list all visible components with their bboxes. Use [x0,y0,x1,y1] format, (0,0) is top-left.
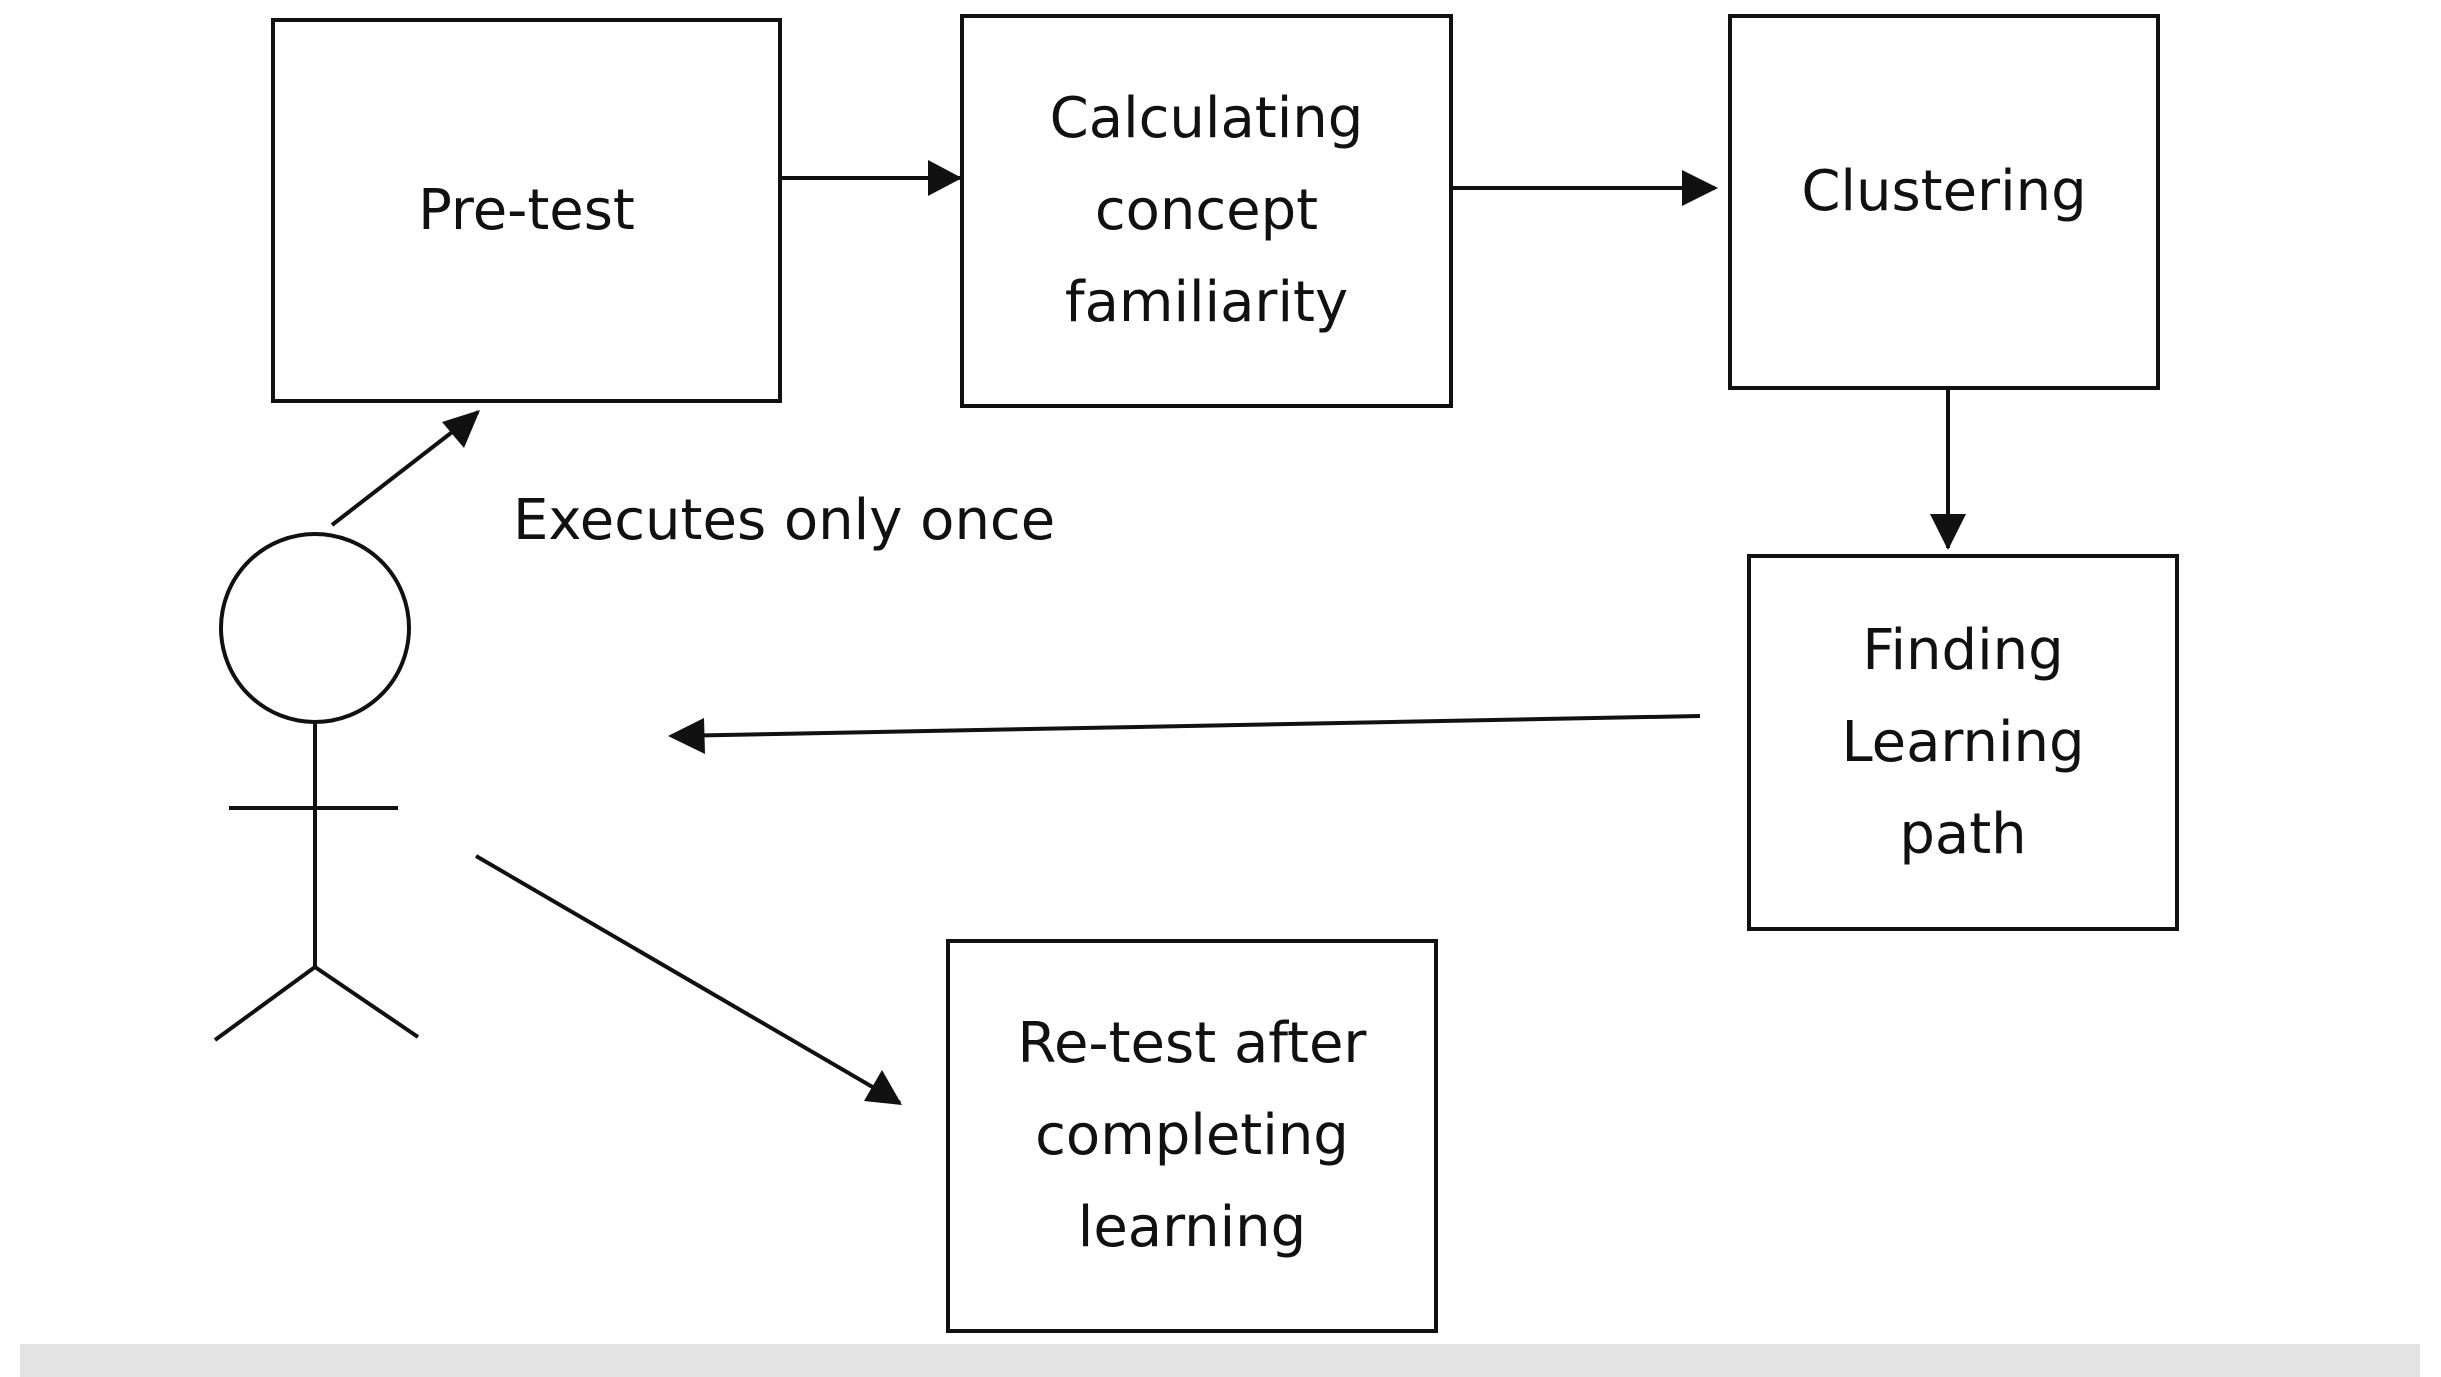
retest-label-line-2: completing [1035,1103,1349,1168]
arrowhead-clustering [1682,170,1718,206]
clustering-label-line-1: Clustering [1801,159,2087,224]
retest-box: Re-test after completing learning [946,939,1438,1333]
stick-figure-user-icon[interactable] [213,532,420,1042]
familiarity-label-line-3: familiarity [1064,270,1349,335]
actor-right-leg [313,965,420,1039]
pretest-box: Pre-test [271,18,782,403]
learning-path-box: Finding Learning path [1747,554,2179,931]
arrowhead-familiarity [928,160,962,196]
learning-path-label-line-3: path [1899,801,2027,867]
arrowhead-retest [864,1070,902,1105]
executes-once-annotation: Executes only once [513,488,1056,553]
pretest-label-line-1: Pre-test [418,177,635,243]
actor-left-leg [213,965,317,1042]
familiarity-box: Calculating concept familiarity [960,14,1453,408]
familiarity-label-line-1: Calculating [1049,86,1364,151]
clustering-box: Clustering [1728,14,2160,390]
learning-path-label-line-2: Learning [1841,709,2085,775]
retest-label-line-3: learning [1077,1195,1307,1260]
arrowhead-pretest [442,410,480,448]
bottom-divider-bar [20,1344,2420,1377]
retest-label-line-1: Re-test after [1017,1011,1367,1076]
arrow-actor-to-retest [474,854,902,1105]
arrow-learning-path-to-actor [671,714,1701,738]
arrowhead-learning-path [1930,514,1966,550]
actor-head [219,532,411,724]
familiarity-label-line-2: concept [1094,178,1319,243]
learning-path-label-line-1: Finding [1862,617,2064,683]
arrowhead-actor-return [668,718,705,754]
